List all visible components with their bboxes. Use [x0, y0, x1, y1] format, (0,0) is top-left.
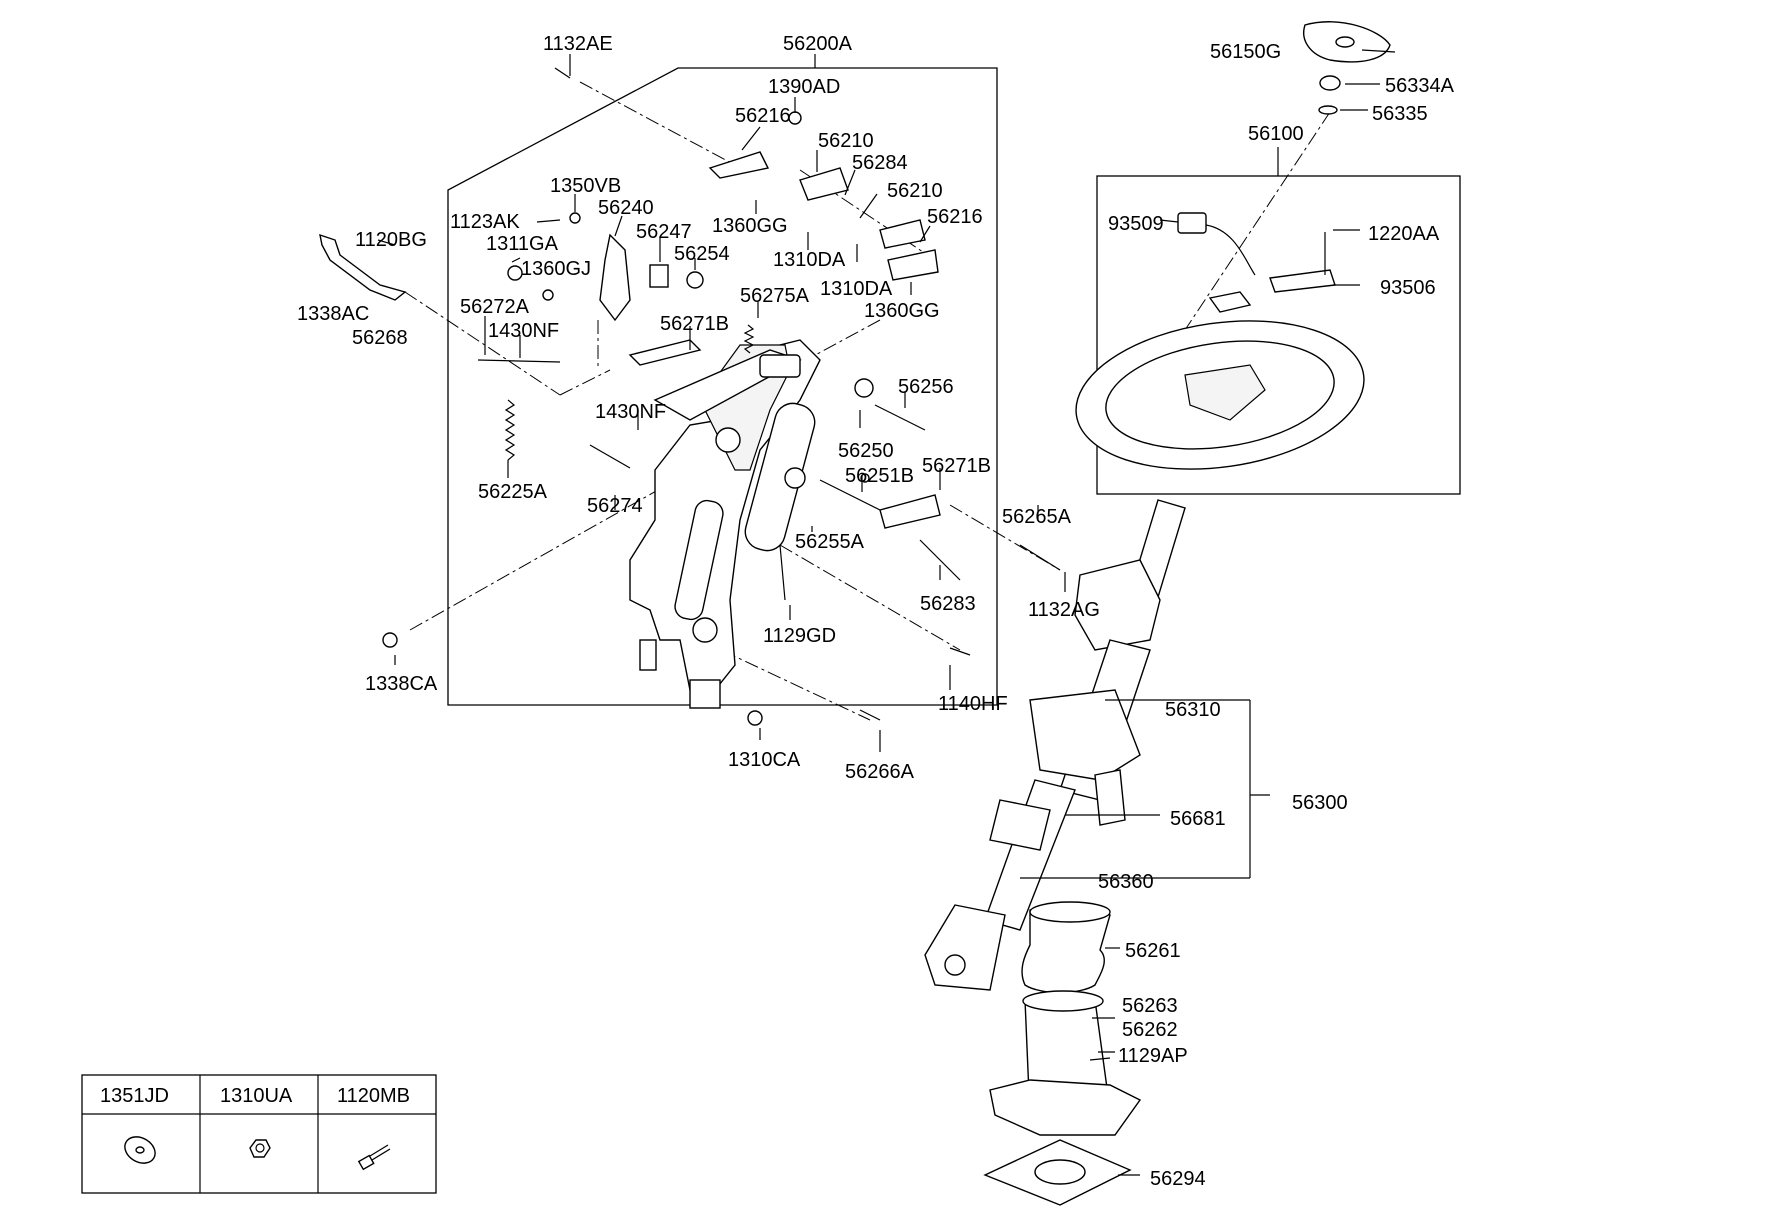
label-56225A: 56225A	[478, 481, 548, 503]
steering-column	[924, 499, 1186, 991]
label-56283: 56283	[920, 593, 976, 615]
label-56261: 56261	[1125, 940, 1181, 962]
label-56335: 56335	[1372, 103, 1428, 125]
assembly-center-lines	[404, 81, 1331, 721]
label-1338CA: 1338CA	[365, 673, 438, 695]
hardware-parts	[319, 67, 1061, 726]
label-1123AK: 1123AK	[450, 211, 520, 233]
label-56250: 56250	[838, 440, 894, 462]
label-56200A: 56200A	[783, 33, 853, 55]
upper-link-parts	[599, 151, 941, 529]
table-header-1351JD: 1351JD	[100, 1085, 169, 1107]
table-header-1310UA: 1310UA	[220, 1085, 293, 1107]
label-56360: 56360	[1098, 871, 1154, 893]
label-56255A: 56255A	[795, 531, 865, 553]
label-56265A: 56265A	[1002, 506, 1072, 528]
label-1140HF: 1140HF	[938, 693, 1008, 715]
label-56247: 56247	[636, 221, 692, 243]
label-1360GG-upper: 1360GG	[712, 215, 788, 237]
label-1120BG: 1120BG	[355, 229, 427, 251]
table-header-1120MB: 1120MB	[337, 1085, 410, 1107]
label-1310CA: 1310CA	[728, 749, 801, 771]
label-56334A: 56334A	[1385, 75, 1455, 97]
label-1132AE: 1132AE	[543, 33, 613, 55]
label-1310DA-upper: 1310DA	[773, 249, 846, 271]
horn-pad	[1303, 21, 1391, 115]
label-56271B-upper: 56271B	[660, 313, 729, 335]
label-1360GJ: 1360GJ	[521, 258, 591, 280]
label-1430NF-upper: 1430NF	[488, 320, 559, 342]
bolt-icon	[357, 1144, 391, 1171]
label-56150G: 56150G	[1210, 41, 1281, 63]
tilt-bracket-assembly	[629, 339, 821, 709]
callout-labels: 1132AE 56200A 1390AD 56216 56210 56284 5…	[297, 33, 1455, 1190]
label-56216-lower: 56216	[927, 206, 983, 228]
leader-lines	[377, 49, 1396, 1176]
label-56210-upper: 56210	[818, 130, 874, 152]
label-1350VB: 1350VB	[550, 175, 621, 197]
label-1338AC: 1338AC	[297, 303, 369, 325]
label-1311GA: 1311GA	[486, 233, 559, 255]
label-1132AG: 1132AG	[1028, 599, 1100, 621]
label-56274: 56274	[587, 495, 643, 517]
label-56272A: 56272A	[460, 296, 530, 318]
label-56251B: 56251B	[845, 465, 914, 487]
label-56100: 56100	[1248, 123, 1304, 145]
label-1129AP: 1129AP	[1118, 1045, 1188, 1067]
label-1129GD: 1129GD	[763, 625, 836, 647]
label-56263: 56263	[1122, 995, 1178, 1017]
label-56310: 56310	[1165, 699, 1221, 721]
label-56262: 56262	[1122, 1019, 1178, 1041]
label-93506: 93506	[1380, 277, 1436, 299]
steering-wheel	[1075, 212, 1365, 470]
label-1220AA: 1220AA	[1368, 223, 1440, 245]
label-56294: 56294	[1150, 1168, 1206, 1190]
nut-icon	[249, 1139, 271, 1158]
label-56266A: 56266A	[845, 761, 915, 783]
label-56210-lower: 56210	[887, 180, 943, 202]
label-93509: 93509	[1108, 213, 1164, 235]
label-56268: 56268	[352, 327, 408, 349]
label-1430NF-lower: 1430NF	[595, 401, 666, 423]
label-56275A: 56275A	[740, 285, 810, 307]
common-hardware-table: 1351JD 1310UA 1120MB	[81, 1074, 437, 1194]
label-56256: 56256	[898, 376, 954, 398]
label-56284: 56284	[852, 152, 908, 174]
bracket-assembly-frame	[447, 67, 998, 706]
label-56681: 56681	[1170, 808, 1226, 830]
label-1360GG-lower: 1360GG	[864, 300, 940, 322]
label-1310DA-lower: 1310DA	[820, 278, 893, 300]
label-56254: 56254	[674, 243, 730, 265]
label-56271B-lower: 56271B	[922, 455, 991, 477]
label-56240: 56240	[598, 197, 654, 219]
label-56300: 56300	[1292, 792, 1348, 814]
label-1390AD: 1390AD	[768, 76, 840, 98]
label-56216-upper: 56216	[735, 105, 791, 127]
column-boot-and-cover	[983, 901, 1142, 1206]
